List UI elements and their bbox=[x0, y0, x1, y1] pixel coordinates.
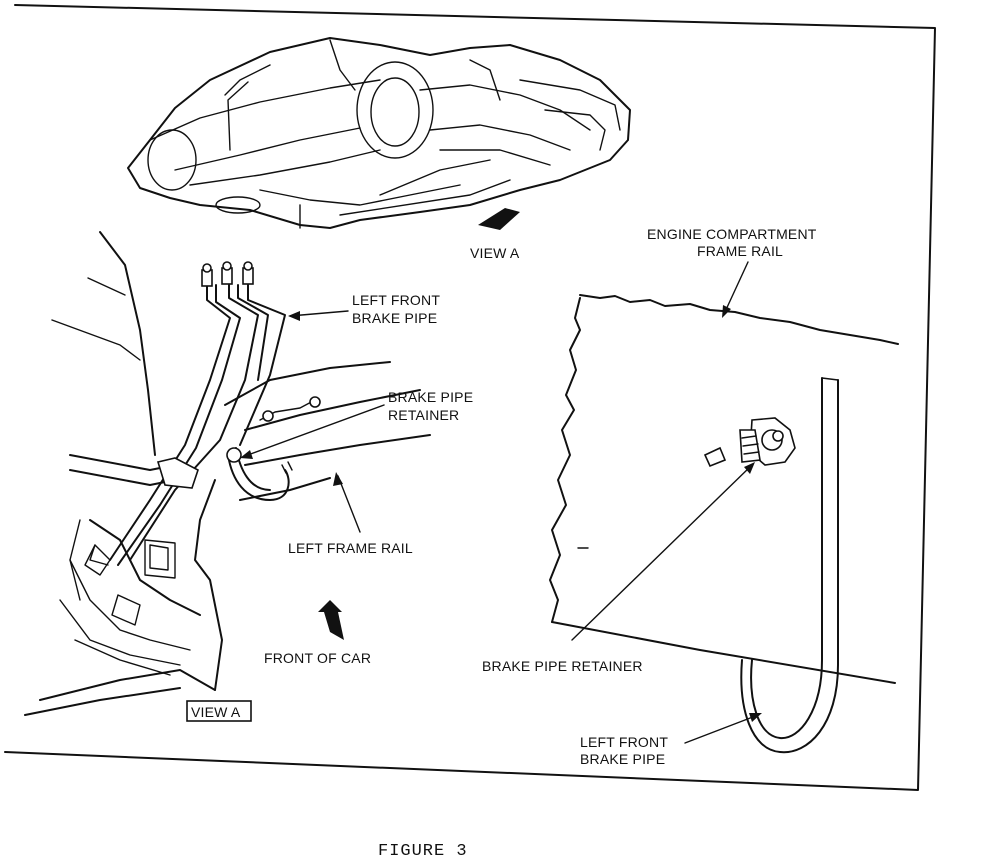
leader-left-frame-rail bbox=[337, 475, 361, 533]
figure-caption: FIGURE 3 bbox=[378, 842, 468, 861]
label-left-front-detail-line1: LEFT FRONT bbox=[580, 734, 668, 750]
label-engine-line2: FRAME RAIL bbox=[697, 243, 783, 259]
label-retainer-detail: BRAKE PIPE RETAINER bbox=[482, 658, 643, 674]
car-underside-illustration bbox=[127, 37, 631, 229]
view-a-label-top: VIEW A bbox=[470, 245, 520, 261]
left-frame-detail bbox=[24, 231, 431, 716]
label-left-front-line1: LEFT FRONT bbox=[352, 292, 440, 308]
leader-engine-frame-rail bbox=[723, 261, 749, 315]
label-retainer-line2: RETAINER bbox=[388, 407, 459, 423]
label-engine-line1: ENGINE COMPARTMENT bbox=[647, 226, 817, 242]
label-retainer-line1: BRAKE PIPE bbox=[388, 389, 473, 405]
label-view-a-box: VIEW A bbox=[191, 704, 241, 720]
label-left-front-detail-line2: BRAKE PIPE bbox=[580, 751, 665, 767]
figure-border bbox=[4, 4, 936, 791]
view-a-box bbox=[186, 700, 252, 722]
label-left-front-line2: BRAKE PIPE bbox=[352, 310, 437, 326]
label-left-frame-rail: LEFT FRAME RAIL bbox=[288, 540, 413, 556]
label-front-of-car: FRONT OF CAR bbox=[264, 650, 371, 666]
leader-retainer-detail bbox=[571, 464, 753, 641]
right-frame-detail bbox=[549, 294, 899, 754]
leader-brake-pipe-retainer bbox=[244, 404, 385, 457]
leader-left-front-detail bbox=[684, 714, 759, 744]
front-of-car-arrow bbox=[318, 600, 344, 640]
view-a-arrow bbox=[478, 208, 520, 230]
